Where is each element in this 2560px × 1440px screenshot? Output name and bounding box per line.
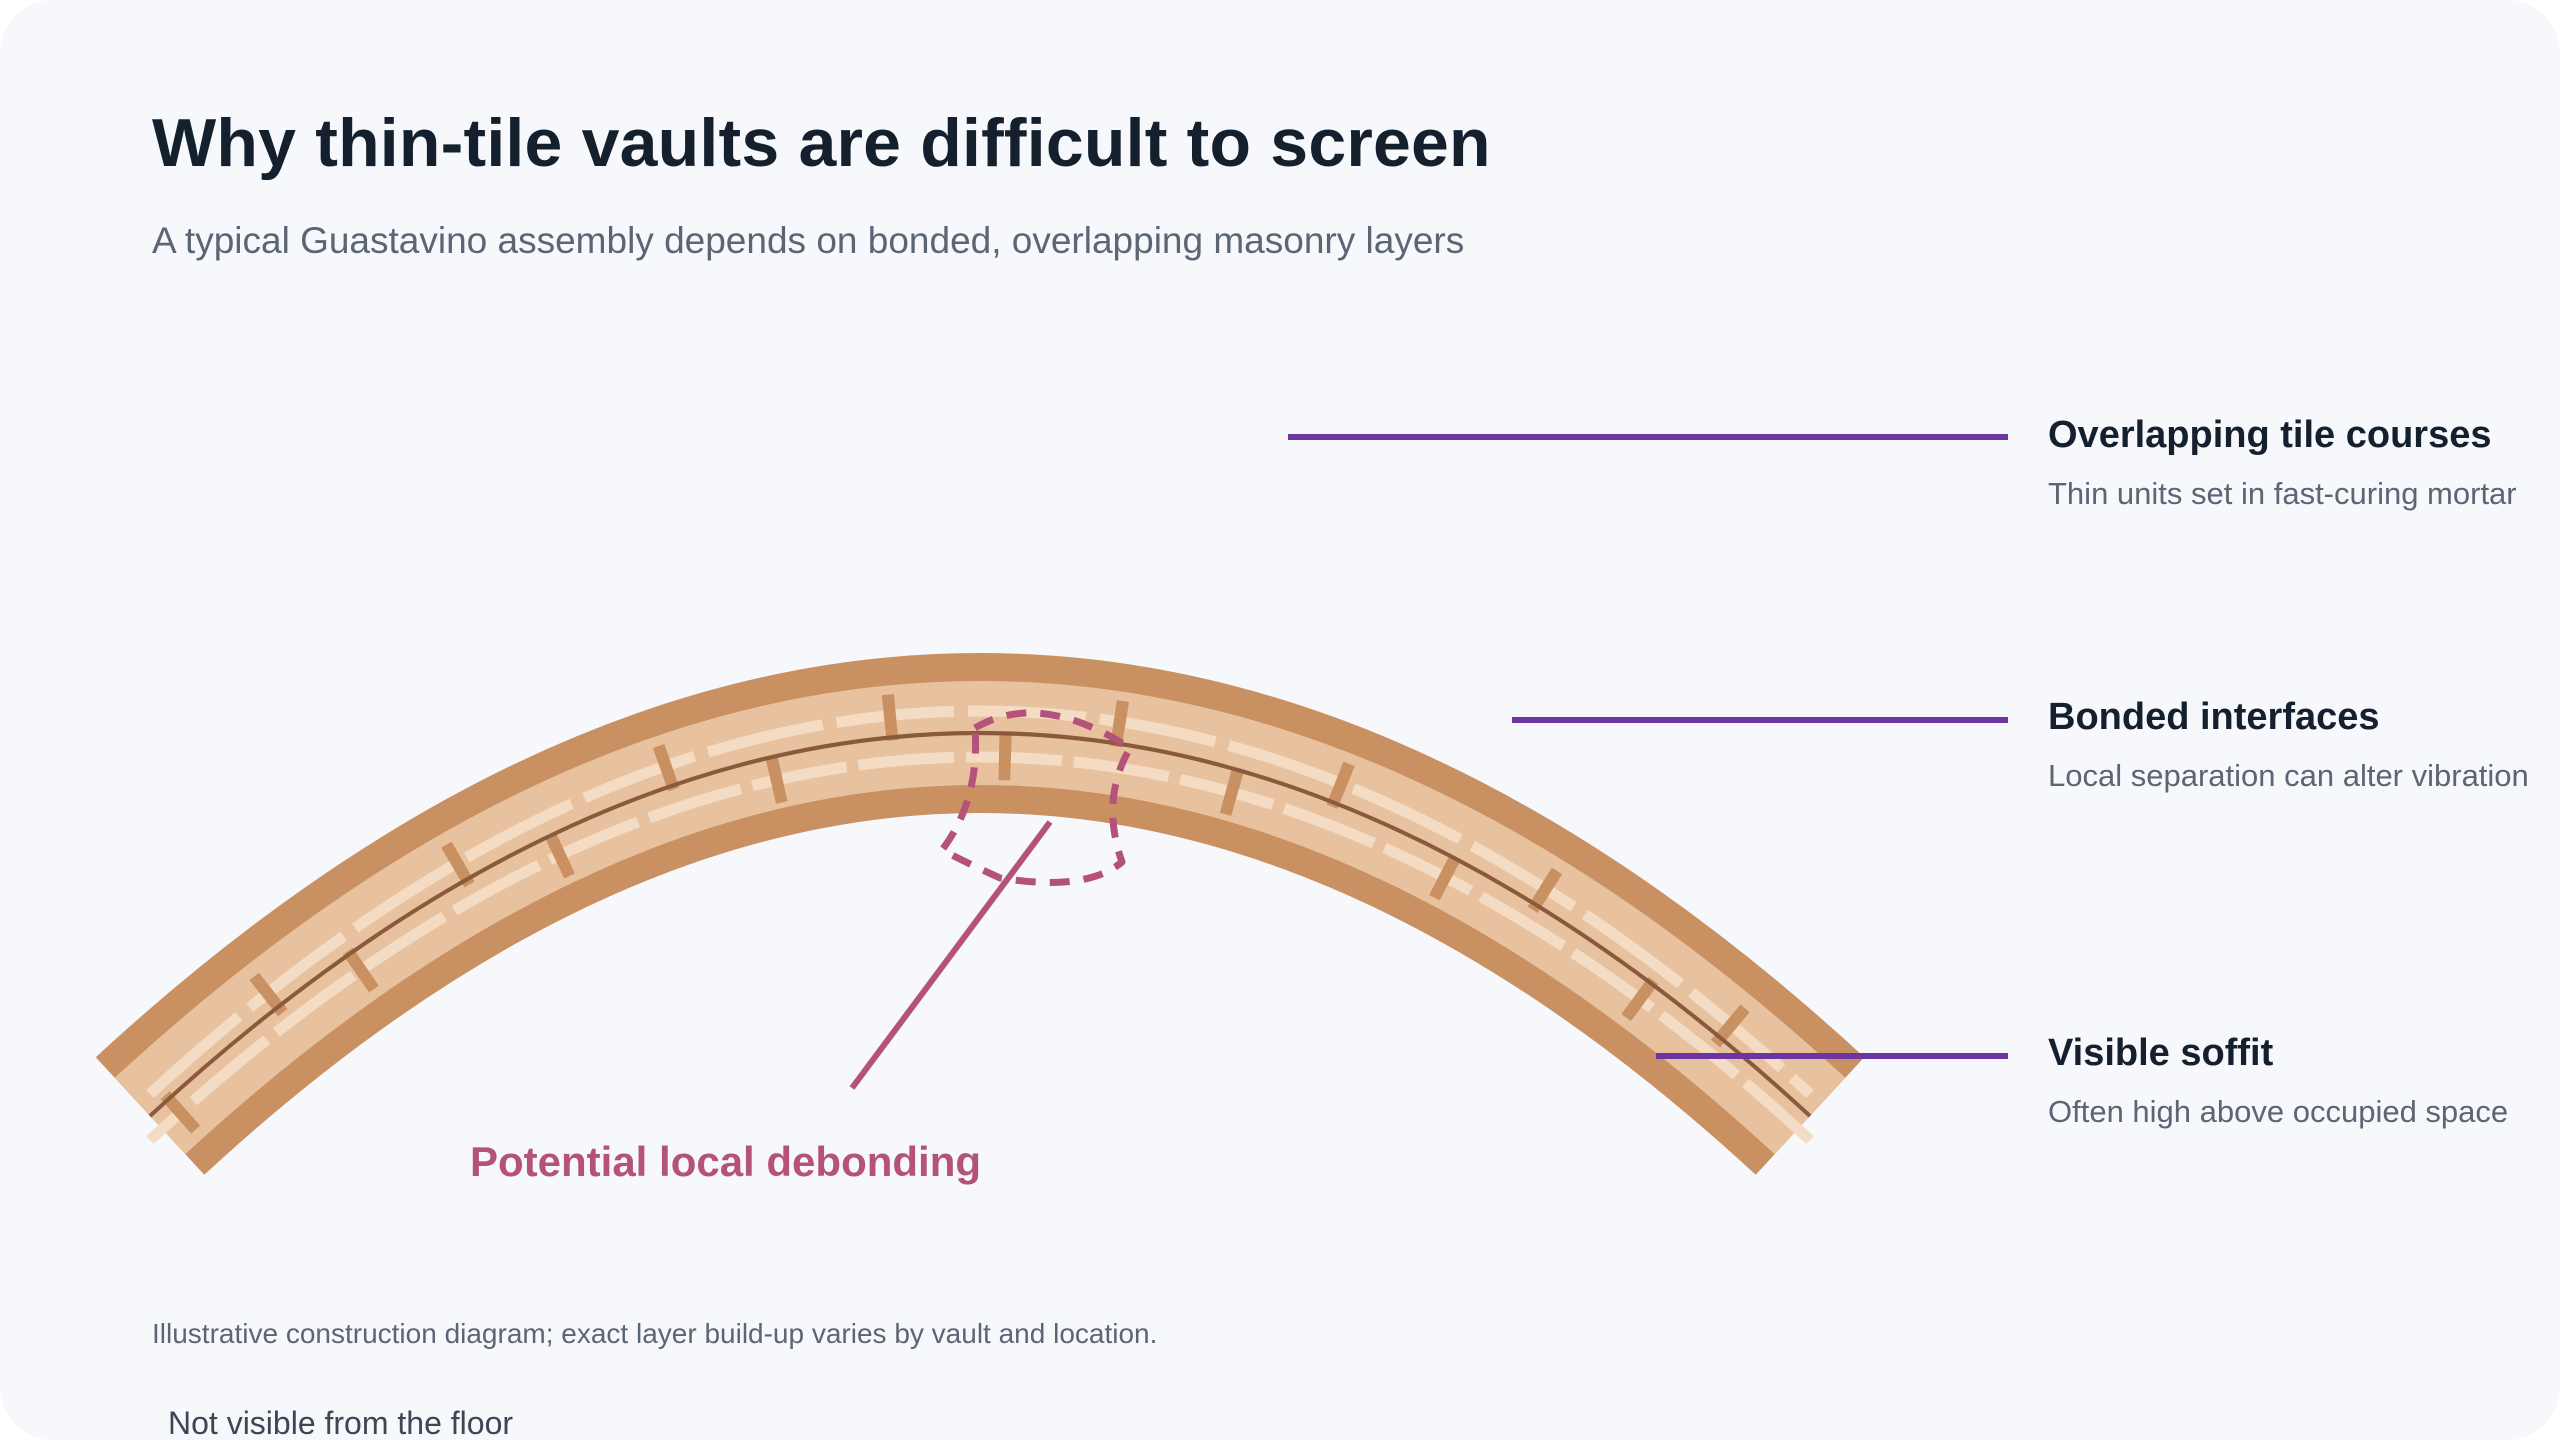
course-joint-inner: [146, 751, 1814, 1145]
debonding-zone-outline: [938, 709, 1134, 886]
footnote: Illustrative construction diagram; exact…: [152, 1318, 1158, 1349]
course-joint-outer: [146, 705, 1814, 1099]
page-title: Why thin-tile vaults are difficult to sc…: [152, 105, 1491, 181]
callout-desc-soffit: Often high above occupied space: [2048, 1094, 2509, 1129]
mortar-bond-line: [148, 731, 1812, 1118]
debonding-leader-line: [849, 820, 1053, 1090]
callout-title-interfaces: Bonded interfaces: [2048, 696, 2380, 738]
page-subtitle: A typical Guastavino assembly depends on…: [152, 220, 1465, 261]
callout-title-soffit: Visible soffit: [2048, 1032, 2274, 1074]
callout-desc-courses: Thin units set in fast-curing mortar: [2048, 476, 2517, 511]
debonding-label: Potential local debonding: [470, 1138, 982, 1185]
callout-title-courses: Overlapping tile courses: [2048, 414, 2492, 456]
bottom-note: Not visible from the floor: [168, 1405, 514, 1440]
callout-desc-interfaces: Local separation can alter vibration: [2048, 758, 2529, 793]
